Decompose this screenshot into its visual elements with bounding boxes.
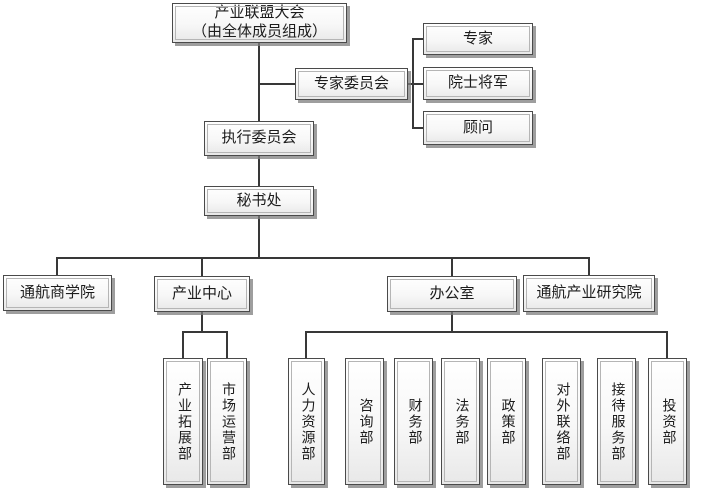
advisor-label: 顾问: [462, 119, 493, 136]
node-research-institute: 通航产业研究院: [523, 275, 655, 312]
business-school-label: 通航商学院: [19, 284, 95, 301]
connector-drop-research-institute: [588, 257, 590, 276]
node-hr-dept: 人力资源部: [288, 358, 325, 485]
reception-service-dept-label: 接待服务部: [609, 381, 625, 462]
connector-drop-business-school: [56, 257, 58, 276]
connector-exec-to-secretariat: [258, 156, 260, 186]
connector-industry-center-down: [201, 312, 203, 333]
connector-trunk-top: [258, 43, 260, 122]
connector-expert-committee-right: [408, 83, 423, 85]
finance-dept-label: 财务部: [406, 397, 422, 446]
node-consulting-dept: 咨询部: [345, 358, 384, 485]
node-academician-general: 院士将军: [423, 67, 533, 100]
node-executive-committee: 执行委员会: [204, 121, 314, 156]
node-reception-service-dept: 接待服务部: [597, 358, 636, 485]
expert-committee-label: 专家委员会: [313, 75, 389, 92]
connector-industry-center-horizontal: [182, 331, 228, 333]
node-secretariat: 秘书处: [204, 186, 314, 216]
secretariat-label: 秘书处: [236, 192, 282, 209]
expert-label: 专家: [462, 30, 493, 47]
connector-drop-hr: [305, 331, 307, 358]
investment-dept-label: 投资部: [660, 397, 676, 446]
connector-stub-expert: [412, 38, 423, 40]
academician-general-label: 院士将军: [447, 75, 508, 91]
node-finance-dept: 财务部: [394, 358, 433, 485]
market-operation-dept-label: 市场运营部: [220, 381, 235, 462]
node-external-liaison-dept: 对外联络部: [542, 358, 581, 485]
node-legal-dept: 法务部: [441, 358, 480, 485]
connector-stub-advisor: [412, 127, 423, 129]
general-assembly-title: 产业联盟大会: [214, 5, 305, 21]
industry-center-label: 产业中心: [171, 285, 232, 302]
node-market-operation-dept: 市场运营部: [207, 358, 247, 485]
node-expert-committee: 专家委员会: [295, 68, 408, 100]
node-industry-expansion-dept: 产业拓展部: [163, 358, 203, 485]
node-advisor: 顾问: [423, 111, 533, 145]
node-policy-dept: 政策部: [487, 358, 526, 485]
consulting-dept-label: 咨询部: [357, 397, 373, 446]
node-expert: 专家: [423, 23, 533, 55]
connector-divisions-horizontal: [56, 257, 590, 259]
connector-secretariat-down: [258, 216, 260, 259]
node-investment-dept: 投资部: [648, 358, 687, 485]
legal-dept-label: 法务部: [453, 397, 469, 446]
external-liaison-dept-label: 对外联络部: [554, 381, 570, 462]
node-industry-center: 产业中心: [154, 276, 250, 312]
industry-expansion-dept-label: 产业拓展部: [176, 381, 191, 462]
connector-expert-bracket-vertical: [412, 38, 414, 129]
general-assembly-subtitle: （由全体成员组成）: [191, 24, 327, 40]
node-business-school: 通航商学院: [3, 275, 112, 311]
policy-dept-label: 政策部: [499, 397, 515, 446]
connector-office-down: [451, 312, 453, 333]
executive-committee-label: 执行委员会: [221, 130, 297, 146]
connector-drop-industry-center: [201, 257, 203, 277]
node-office: 办公室: [387, 276, 517, 312]
connector-drop-industry-expansion: [182, 331, 184, 358]
office-label: 办公室: [429, 285, 475, 302]
connector-office-horizontal: [305, 331, 668, 333]
connector-drop-office: [451, 257, 453, 277]
connector-drop-market-operation: [226, 331, 228, 358]
connector-branch-expert-committee: [258, 83, 296, 85]
research-institute-label: 通航产业研究院: [536, 285, 642, 301]
node-general-assembly: 产业联盟大会 （由全体成员组成）: [172, 3, 347, 43]
connector-drop-investment: [666, 331, 668, 358]
hr-dept-label: 人力资源部: [299, 381, 315, 462]
